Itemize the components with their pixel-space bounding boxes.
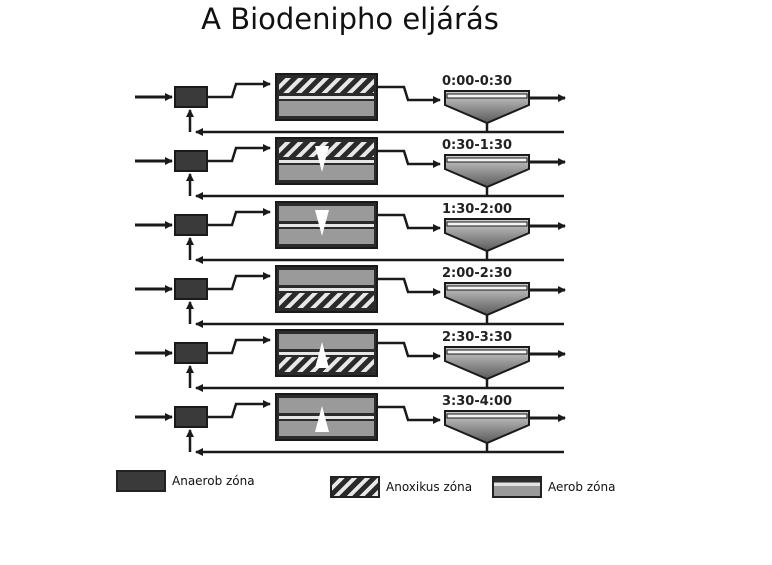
anaerobic-tank: [174, 342, 208, 364]
process-row-1: 0:00-0:30: [135, 73, 566, 136]
reactor-top-zone: [279, 270, 374, 285]
clarifier: [444, 410, 530, 445]
time-label: 2:30-3:30: [442, 330, 512, 345]
diagram-title: A Biodenipho eljárás: [201, 2, 499, 36]
reactor-divider: [279, 96, 374, 99]
anaerobic-tank: [174, 150, 208, 172]
feed-arrow: [207, 144, 271, 163]
process-row-6: 3:30-4:00: [135, 393, 566, 456]
legend-anaerob: Anaerob zóna: [116, 470, 255, 492]
reactor-top-zone: [279, 334, 374, 349]
reactor-bottom-zone: [279, 293, 374, 308]
reactor-divider: [279, 416, 374, 419]
legend-anoxikus: Anoxikus zóna: [330, 476, 472, 498]
reactor-divider: [279, 288, 374, 291]
process-row-4: 2:00-2:30: [135, 265, 566, 328]
reactor-bottom-zone: [279, 229, 374, 244]
clarifier: [444, 90, 530, 125]
time-label: 3:30-4:00: [442, 394, 512, 409]
feed-arrow: [207, 272, 271, 291]
clarifier-rim: [446, 285, 528, 291]
reactor-bottom-zone: [279, 165, 374, 180]
clarifier: [444, 346, 530, 381]
clarifier-rim: [446, 157, 528, 163]
clarifier-rim: [446, 221, 528, 227]
process-row-3: 1:30-2:00: [135, 201, 566, 264]
time-label: 0:30-1:30: [442, 138, 512, 153]
flow-direction-arrow: [315, 210, 329, 236]
process-row-2: 0:30-1:30: [135, 137, 566, 200]
clarifier-rim: [446, 413, 528, 419]
legend-anaerob-label: Anaerob zóna: [172, 474, 255, 488]
reactor-outlet-arrow: [377, 85, 441, 104]
clarifier: [444, 282, 530, 317]
clarifier-rim: [446, 93, 528, 99]
feed-arrow: [207, 208, 271, 227]
feed-arrow: [207, 336, 271, 355]
anaerobic-tank: [174, 278, 208, 300]
reactor-divider: [279, 352, 374, 355]
anaerobic-tank: [174, 86, 208, 108]
reactor-divider: [279, 160, 374, 163]
clarifier: [444, 218, 530, 253]
aerob-swatch: [492, 476, 542, 498]
flow-direction-arrow: [315, 146, 329, 172]
reactor-top-zone: [279, 398, 374, 413]
reactor-top-zone: [279, 78, 374, 93]
reactor-bottom-zone: [279, 101, 374, 116]
clarifier-rim: [446, 349, 528, 355]
anaerob-swatch: [116, 470, 166, 492]
time-label: 2:00-2:30: [442, 266, 512, 281]
legend-anoxikus-label: Anoxikus zóna: [386, 480, 473, 494]
flow-direction-arrow: [315, 406, 329, 432]
process-row-5: 2:30-3:30: [135, 329, 566, 392]
time-label: 0:00-0:30: [442, 74, 512, 89]
legend-aerob-label: Aerob zóna: [548, 480, 616, 494]
reactor-outlet-arrow: [377, 149, 441, 168]
anaerobic-tank: [174, 214, 208, 236]
legend-aerob: Aerob zóna: [492, 476, 615, 498]
time-label: 1:30-2:00: [442, 202, 512, 217]
reactor-outlet-arrow: [377, 405, 441, 424]
flow-direction-arrow: [315, 342, 329, 368]
reactor-outlet-arrow: [377, 277, 441, 296]
reactor-outlet-arrow: [377, 213, 441, 232]
anoxikus-swatch: [330, 476, 380, 498]
clarifier: [444, 154, 530, 189]
feed-arrow: [207, 400, 271, 419]
anaerobic-tank: [174, 406, 208, 428]
reactor-outlet-arrow: [377, 341, 441, 360]
reactor-divider: [279, 224, 374, 227]
feed-arrow: [207, 80, 271, 99]
